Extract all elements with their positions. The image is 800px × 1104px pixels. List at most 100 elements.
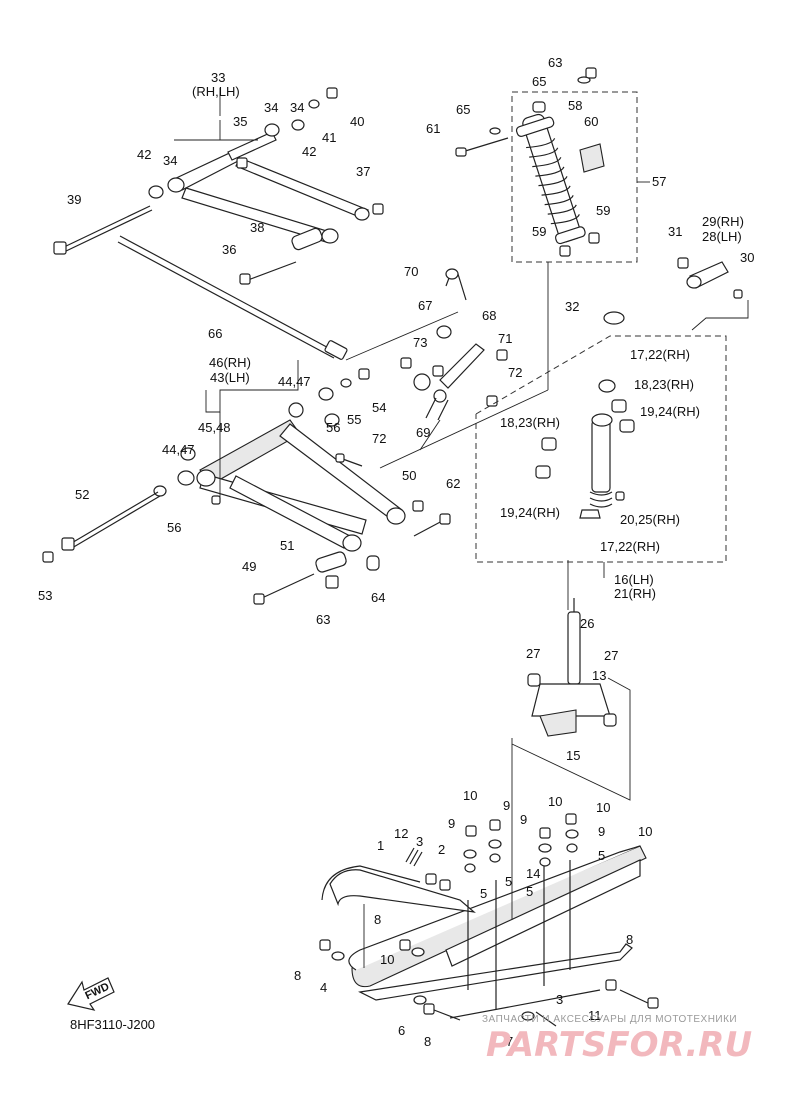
callout: 5 [480, 886, 487, 901]
shaft-66 [117, 235, 348, 360]
callout: 44,47 [162, 442, 195, 457]
upper-arm-group [53, 87, 384, 285]
watermark: ЗАПЧАСТИ И АКСЕССУАРЫ ДЛЯ МОТОТЕХНИКИ PA… [482, 1014, 752, 1065]
callout: 29(RH) [702, 214, 744, 229]
callout: 3 [416, 834, 423, 849]
callout: 62 [446, 476, 460, 491]
callout: 21(RH) [614, 586, 656, 601]
callout: 4 [320, 980, 327, 995]
callout: 34 [163, 153, 177, 168]
callout: 27 [526, 646, 540, 661]
callout: 5 [505, 874, 512, 889]
callout: 17,22(RH) [630, 347, 690, 362]
callout: 19,24(RH) [500, 505, 560, 520]
callout: 6 [398, 1023, 405, 1038]
callout: 67 [418, 298, 432, 313]
callout: 20,25(RH) [620, 512, 680, 527]
callout: 26 [580, 616, 594, 631]
callout: 5 [598, 848, 605, 863]
callout: 58 [568, 98, 582, 113]
callout: 8 [294, 968, 301, 983]
callout: 34 [290, 100, 304, 115]
spindle-group [511, 598, 631, 801]
callout: 10 [548, 794, 562, 809]
callout: 32 [565, 299, 579, 314]
callout: 55 [347, 412, 361, 427]
callout: 13 [592, 668, 606, 683]
callout: 45,48 [198, 420, 231, 435]
callout: 15 [566, 748, 580, 763]
callout: 33 [211, 70, 225, 85]
callout: 7 [506, 1034, 513, 1049]
callout: 64 [371, 590, 385, 605]
callout: 66 [208, 326, 222, 341]
callout: 3 [556, 992, 563, 1007]
callout: 73 [413, 335, 427, 350]
callout: 57 [652, 174, 666, 189]
callout: 10 [596, 800, 610, 815]
leader-lines [174, 88, 605, 968]
callout: 72 [508, 365, 522, 380]
callout: 63 [316, 612, 330, 627]
callout: 12 [394, 826, 408, 841]
callout: 56 [167, 520, 181, 535]
callout: 63 [548, 55, 562, 70]
callout: 43(LH) [210, 370, 250, 385]
callout: 42 [137, 147, 151, 162]
callout: 52 [75, 487, 89, 502]
callout: 41 [322, 130, 336, 145]
callout: 59 [532, 224, 546, 239]
callout: 10 [638, 824, 652, 839]
callout: 1 [377, 838, 384, 853]
callout: 37 [356, 164, 370, 179]
watermark-brand: PARTSFOR.RU [486, 1025, 752, 1065]
stabilizer-link [400, 268, 508, 421]
callout: 60 [584, 114, 598, 129]
callout: 5 [526, 884, 533, 899]
callout: (RH,LH) [192, 84, 240, 99]
diagram-code: 8HF3110-J200 [70, 1017, 155, 1032]
callout: 14 [526, 866, 540, 881]
callout: 51 [280, 538, 294, 553]
callout: 35 [233, 114, 247, 129]
watermark-caption: ЗАПЧАСТИ И АКСЕССУАРЫ ДЛЯ МОТОТЕХНИКИ [482, 1014, 737, 1025]
lower-arm-group [42, 368, 451, 605]
callout: 50 [402, 468, 416, 483]
callout: 9 [448, 816, 455, 831]
callout: 9 [503, 798, 510, 813]
callout: 10 [463, 788, 477, 803]
shock-absorber-group [455, 67, 650, 263]
callout: 65 [532, 74, 546, 89]
callout: 56 [326, 420, 340, 435]
callout: 16(LH) [614, 572, 654, 587]
callout: 42 [302, 144, 316, 159]
fwd-arrow-icon: FWD [67, 977, 115, 1011]
callout: 28(LH) [702, 229, 742, 244]
callout-labels: 63 65 58 65 61 60 57 59 59 33 (RH,LH) 34… [38, 55, 754, 1049]
callout: 72 [372, 431, 386, 446]
callout: 69 [416, 425, 430, 440]
callout: 31 [668, 224, 682, 239]
callout: 18,23(RH) [634, 377, 694, 392]
callout: 59 [596, 203, 610, 218]
callout: 68 [482, 308, 496, 323]
callout: 71 [498, 331, 512, 346]
callout: 65 [456, 102, 470, 117]
callout: 40 [350, 114, 364, 129]
callout: 17,22(RH) [600, 539, 660, 554]
callout: 61 [426, 121, 440, 136]
callout: 9 [520, 812, 527, 827]
callout: 19,24(RH) [640, 404, 700, 419]
callout: 49 [242, 559, 256, 574]
ski-group [319, 813, 659, 1027]
callout: 38 [250, 220, 264, 235]
callout: 8 [374, 912, 381, 927]
callout: 8 [424, 1034, 431, 1049]
callout: 11 [588, 1008, 602, 1023]
callout: 44,47 [278, 374, 311, 389]
callout: 10 [380, 952, 394, 967]
callout: 39 [67, 192, 81, 207]
callout: 9 [598, 824, 605, 839]
callout: 30 [740, 250, 754, 265]
